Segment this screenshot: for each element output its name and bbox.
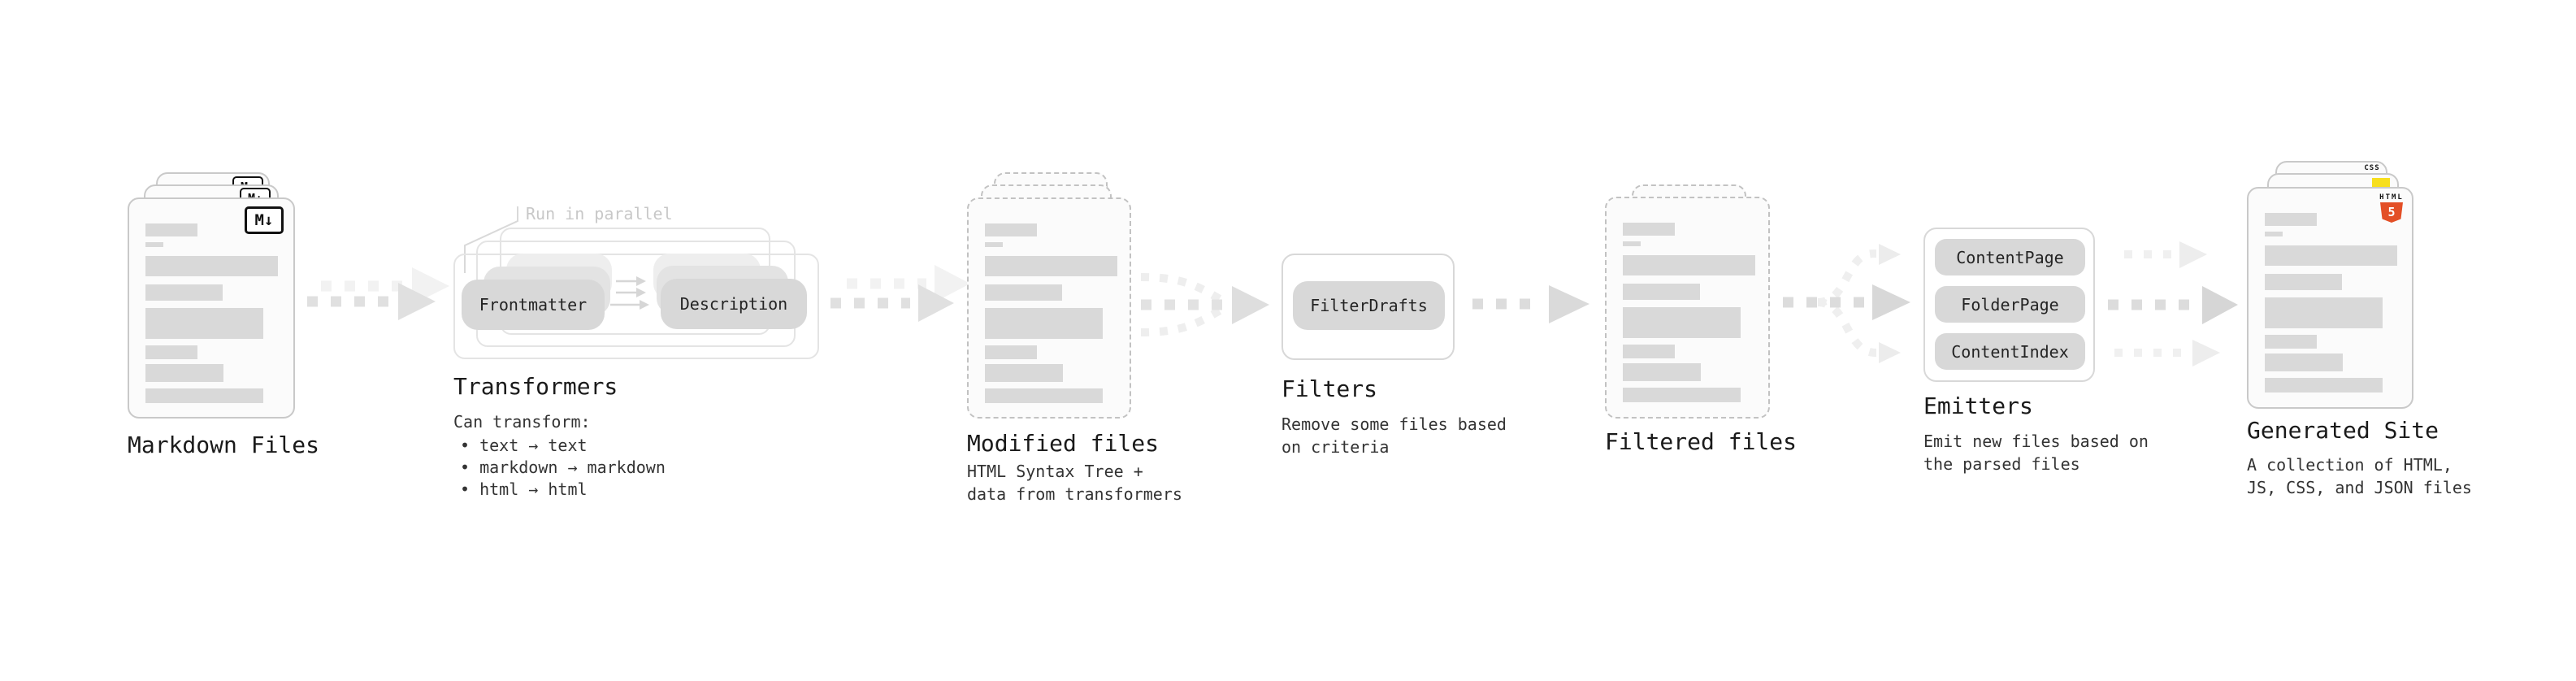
contentindex-pill: ContentIndex	[1935, 333, 2085, 370]
emitters-title: Emitters	[1923, 393, 2033, 419]
emitters-box: ContentPage FolderPage ContentIndex	[1923, 228, 2095, 382]
placeholder-bar	[985, 242, 1003, 247]
doc-content-placeholder	[2265, 213, 2397, 393]
placeholder-bar	[985, 223, 1037, 236]
run-in-parallel-leader	[464, 206, 518, 273]
js-logo-icon	[2372, 178, 2390, 189]
placeholder-bar	[1623, 388, 1741, 402]
filters-title: Filters	[1281, 375, 1378, 402]
placeholder-bar	[145, 256, 278, 276]
placeholder-bar	[2265, 274, 2342, 290]
placeholder-bar	[145, 345, 197, 359]
placeholder-bar	[985, 388, 1103, 403]
placeholder-bar	[145, 388, 263, 403]
placeholder-bar	[1623, 345, 1675, 358]
arrow-emitters-to-generated	[2108, 241, 2238, 367]
html5-shield: 5	[2380, 202, 2403, 223]
placeholder-bar	[2265, 232, 2283, 236]
filtered-files-title: Filtered files	[1605, 428, 1798, 455]
placeholder-bar	[2265, 378, 2383, 393]
transformers-title: Transformers	[453, 373, 618, 400]
arrow-filtered-to-emitters	[1783, 244, 1910, 363]
markdown-logo-icon: M↓	[245, 206, 284, 234]
placeholder-bar	[2265, 213, 2317, 226]
modified-files-subtitle: HTML Syntax Tree + data from transformer…	[967, 462, 1182, 504]
transformers-bullet: • html → html	[460, 479, 588, 499]
doc-content-placeholder	[145, 223, 278, 403]
filters-box: FilterDrafts	[1281, 254, 1455, 360]
transformers-subtitle: Can transform:	[453, 412, 591, 432]
filterdrafts-pill: FilterDrafts	[1293, 281, 1445, 330]
filtered-doc-front	[1605, 197, 1770, 419]
parallel-arrows-icon	[610, 276, 649, 310]
placeholder-bar	[2265, 354, 2343, 371]
modified-doc-front	[967, 197, 1131, 419]
arrow-markdown-to-transformers	[307, 267, 449, 320]
transformers-bullet: • markdown → markdown	[460, 458, 666, 477]
placeholder-bar	[985, 284, 1062, 301]
generated-doc-html: HTML 5	[2247, 187, 2413, 409]
placeholder-bar	[1623, 284, 1700, 300]
arrow-transformers-to-modified	[830, 265, 970, 322]
html5-number: 5	[2387, 205, 2396, 219]
placeholder-bar	[985, 364, 1063, 382]
generated-site-title: Generated Site	[2247, 417, 2439, 444]
markdown-files-title: Markdown Files	[128, 432, 320, 458]
placeholder-bar	[1623, 255, 1755, 275]
placeholder-bar	[145, 308, 263, 339]
transformers-bullet: • text → text	[460, 436, 588, 455]
placeholder-bar	[145, 223, 197, 236]
placeholder-bar	[1623, 363, 1701, 381]
modified-files-title: Modified files	[967, 430, 1160, 457]
doc-content-placeholder	[985, 223, 1117, 403]
generated-site-subtitle: A collection of HTML, JS, CSS, and JSON …	[2247, 455, 2472, 497]
markdown-doc-front: M↓	[128, 197, 295, 419]
folderpage-pill: FolderPage	[1935, 286, 2085, 323]
placeholder-bar	[145, 364, 223, 382]
arrow-modified-to-filters	[1140, 273, 1269, 336]
run-in-parallel-note: Run in parallel	[526, 204, 673, 223]
html5-logo-icon: HTML 5	[2379, 193, 2404, 223]
placeholder-bar	[985, 345, 1037, 359]
emitters-subtitle: Emit new files based on the parsed files	[1923, 432, 2149, 474]
html5-logo-label: HTML	[2379, 193, 2404, 202]
transformer-row-front	[453, 254, 819, 359]
doc-content-placeholder	[1623, 223, 1755, 402]
css-logo-label: CSS	[2364, 164, 2380, 172]
contentpage-pill: ContentPage	[1935, 239, 2085, 275]
placeholder-bar	[145, 242, 163, 247]
placeholder-bar	[1623, 241, 1641, 246]
placeholder-bar	[1623, 223, 1675, 236]
filters-subtitle: Remove some files based on criteria	[1281, 414, 1507, 457]
placeholder-bar	[985, 308, 1103, 339]
description-pill: Description	[661, 279, 807, 329]
placeholder-bar	[2265, 245, 2397, 266]
placeholder-bar	[2265, 335, 2317, 349]
arrow-filters-to-filtered	[1472, 285, 1589, 323]
placeholder-bar	[985, 256, 1117, 276]
placeholder-bar	[2265, 297, 2383, 328]
placeholder-bar	[145, 284, 223, 301]
frontmatter-pill: Frontmatter	[462, 280, 605, 330]
placeholder-bar	[1623, 307, 1741, 338]
